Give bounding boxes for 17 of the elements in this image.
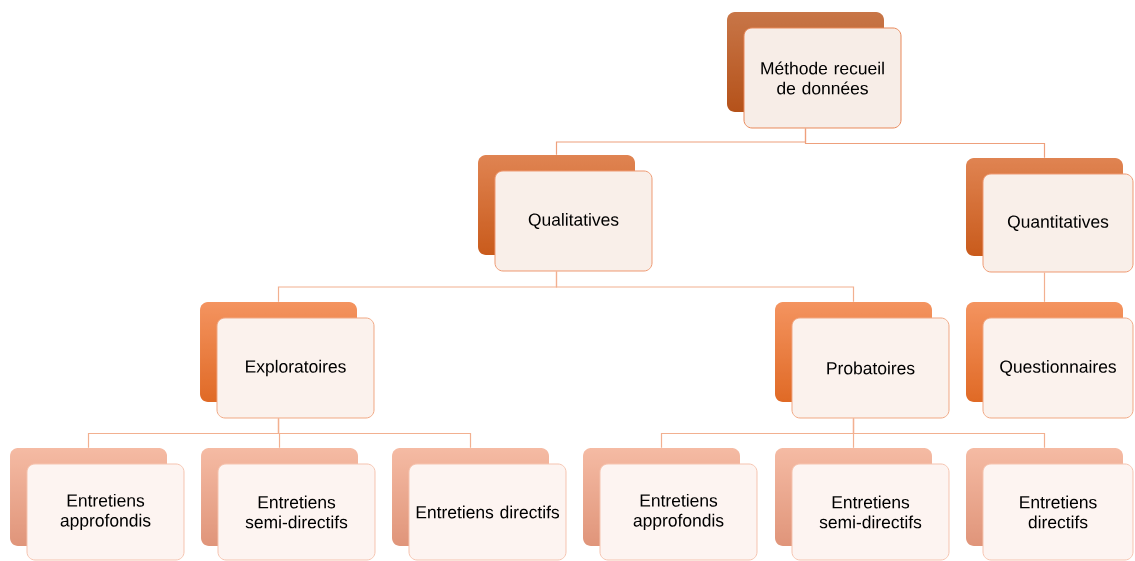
org-chart-box: Questionnaires (982, 317, 1134, 419)
org-chart-box: Probatoires (791, 317, 950, 419)
org-chart-box: Exploratoires (216, 317, 375, 419)
org-chart-box: Entretiens semi-directifs (217, 463, 376, 561)
org-chart-box: Méthode recueil de données (743, 27, 902, 129)
org-chart-box: Qualitatives (494, 170, 653, 272)
connector-line (852, 417, 1046, 449)
connector-line (1043, 271, 1046, 303)
org-chart-box: Entretiens directifs (982, 463, 1134, 561)
org-chart-box: Entretiens semi-directifs (791, 463, 950, 561)
org-chart-box: Entretiens directifs (408, 463, 567, 561)
org-chart-box: Quantitatives (982, 173, 1134, 273)
connector-line (277, 417, 472, 449)
connector-line (804, 127, 1046, 159)
org-chart-box: Entretiens approfondis (26, 463, 185, 561)
org-chart-box: Entretiens approfondis (599, 463, 758, 561)
connector-line (555, 270, 855, 303)
